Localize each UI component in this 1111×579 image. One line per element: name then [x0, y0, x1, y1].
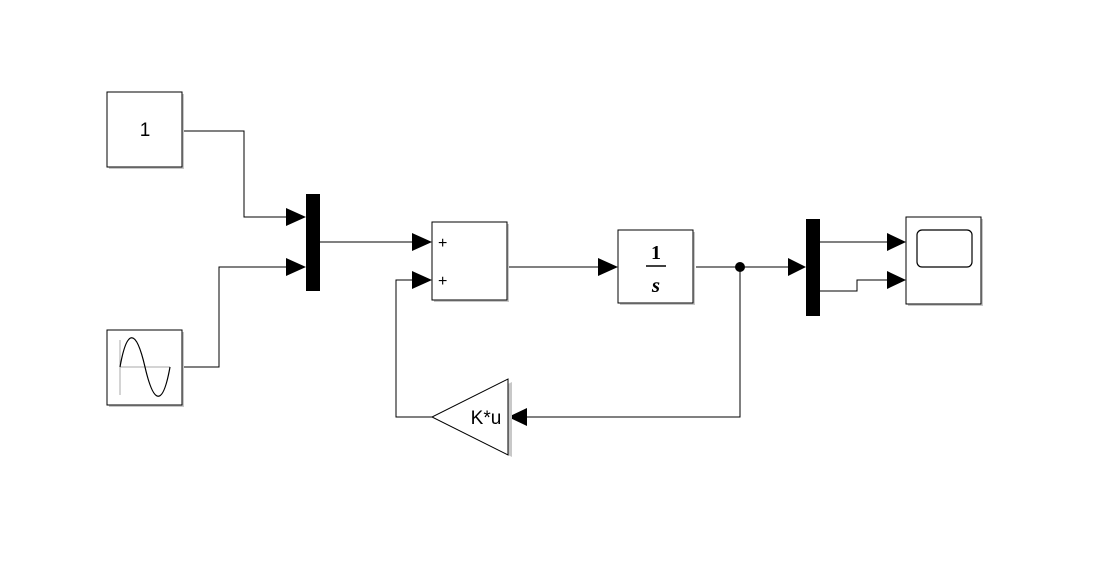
integrator-block[interactable]: 1 s — [617, 229, 695, 305]
sum-sign-2: + — [438, 273, 447, 290]
line-sine-to-mux[interactable] — [182, 266, 286, 368]
scope-block[interactable] — [905, 216, 983, 306]
integrator-denominator: s — [651, 273, 660, 297]
gain-label: K*u — [471, 408, 502, 429]
line-gain-to-sum[interactable] — [395, 279, 432, 418]
arrowhead-sum-in-1 — [412, 233, 432, 251]
arrowhead-integrator-in — [598, 258, 618, 276]
gain-block[interactable]: K*u — [430, 378, 512, 457]
mux-in-block[interactable] — [306, 194, 320, 291]
constant-value: 1 — [140, 120, 151, 141]
arrowhead-mux-in-1 — [286, 208, 306, 226]
arrowhead-sum-in-2 — [412, 271, 432, 289]
scope-screen-icon — [916, 229, 973, 268]
sum-block[interactable]: + + — [431, 221, 509, 302]
mux-out-block[interactable] — [806, 219, 820, 316]
sine-wave-block[interactable] — [106, 329, 184, 407]
line-mux-to-scope-2[interactable] — [820, 279, 887, 292]
arrowhead-mux-out-in — [788, 258, 806, 276]
sine-wave-icon — [119, 337, 171, 397]
arrowhead-gain-in — [508, 408, 527, 426]
arrowhead-mux-in-2 — [286, 258, 306, 276]
arrowhead-scope-in-1 — [887, 233, 906, 251]
gain-block-body — [430, 378, 509, 456]
arrowheads — [286, 208, 906, 426]
sum-sign-1: + — [438, 235, 447, 252]
sum-block-body — [431, 221, 508, 301]
branch-point — [735, 262, 745, 272]
integrator-numerator: 1 — [651, 242, 661, 264]
constant-block[interactable]: 1 — [106, 91, 184, 169]
arrowhead-scope-in-2 — [887, 271, 906, 289]
constant-block-body — [106, 91, 183, 168]
line-branch-to-gain[interactable] — [527, 267, 741, 418]
line-constant-to-mux[interactable] — [182, 130, 286, 218]
